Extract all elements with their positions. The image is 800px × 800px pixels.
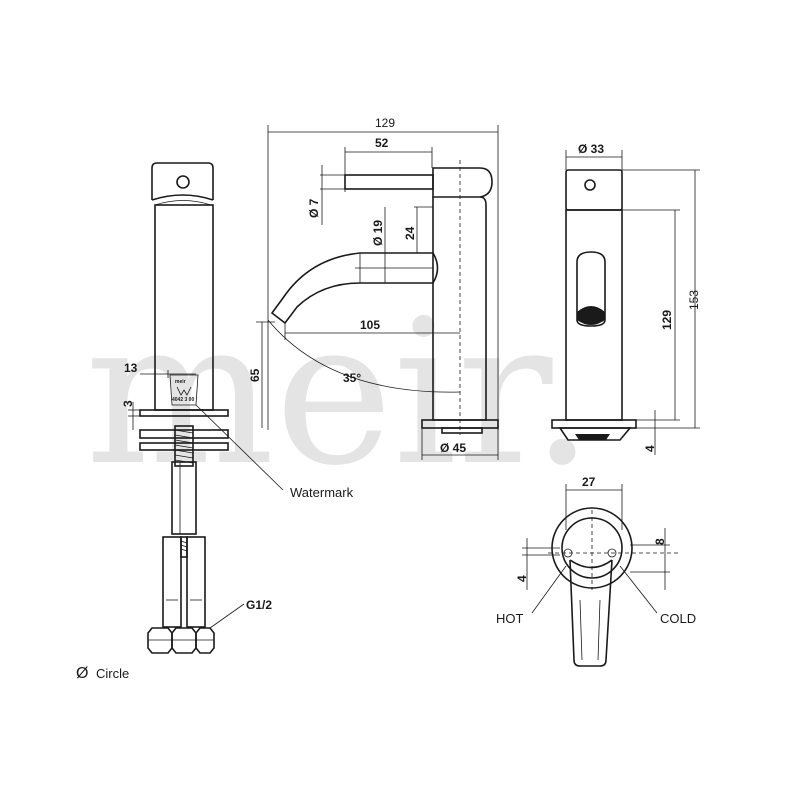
side-lever-head — [151, 162, 214, 200]
dim-spout-diameter: Ø 19 — [371, 220, 385, 246]
angle-arc — [267, 319, 461, 393]
dim-plan-width: 27 — [582, 475, 596, 489]
rear-lever-pin — [584, 179, 596, 191]
dim-base-diameter: Ø 45 — [440, 441, 466, 455]
front-body — [432, 196, 487, 421]
dim-spout-reach: 105 — [360, 318, 380, 332]
side-hose-left — [162, 536, 182, 628]
dim-side-badge-width: 13 — [124, 361, 138, 375]
rear-view: Ø 33 153 129 4 — [551, 142, 701, 455]
side-threaded-rod — [174, 425, 194, 467]
side-washer — [139, 429, 229, 439]
dim-lever-length: 52 — [375, 136, 389, 150]
legend: Ø Circle — [76, 665, 129, 682]
hex-nut-middle — [171, 627, 197, 654]
dim-plan-inset: 4 — [515, 575, 529, 582]
dim-plan-offset: 8 — [653, 538, 667, 545]
side-hose-right — [186, 536, 206, 628]
dim-base-plate-height: 4 — [643, 445, 657, 452]
dim-thread-size: G1/2 — [246, 598, 272, 612]
cold-label: COLD — [660, 611, 696, 626]
front-lever — [344, 174, 434, 190]
dim-spout-angle: 35° — [343, 371, 361, 385]
plan-lever — [569, 559, 613, 667]
legend-circle-symbol: Ø — [76, 665, 88, 682]
dim-body-diameter: Ø 33 — [578, 142, 604, 156]
dim-overall-depth: 129 — [375, 116, 395, 130]
side-nut-plate — [139, 442, 229, 451]
rear-lever-head — [565, 169, 623, 211]
svg-text:meir: meir — [175, 379, 186, 385]
side-base-plate — [139, 409, 229, 417]
side-lever-seam — [151, 194, 214, 201]
hex-nut-left — [147, 627, 173, 654]
svg-text:4042 3 00: 4042 3 00 — [172, 397, 194, 403]
side-lever-seam-inner — [154, 200, 212, 206]
dim-side-plate-thickness: 3 — [121, 400, 135, 407]
dim-lever-diameter: Ø 7 — [307, 198, 321, 218]
front-view: 129 52 Ø 7 Ø 19 24 105 35 — [248, 116, 499, 460]
front-spout — [270, 252, 433, 325]
aerator-icon — [577, 306, 605, 325]
watermark-logo: meir. — [85, 277, 594, 510]
hot-label: HOT — [496, 611, 524, 626]
side-fixing-tube — [171, 461, 197, 535]
legend-circle-text: Circle — [96, 666, 129, 681]
dim-outlet-height: 65 — [248, 368, 262, 382]
side-lever-pin — [176, 175, 190, 189]
watermark-note-label: Watermark — [290, 485, 354, 500]
hex-nut-right — [195, 627, 215, 654]
dim-body-height: 129 — [660, 310, 674, 330]
dim-spout-height-offset: 24 — [403, 226, 417, 240]
dim-overall-height: 153 — [687, 290, 701, 310]
plan-view: 27 8 4 HOT COLD — [496, 475, 696, 667]
side-view: meir 4042 3 00 13 3 — [121, 162, 354, 654]
front-lever-head — [432, 167, 493, 198]
